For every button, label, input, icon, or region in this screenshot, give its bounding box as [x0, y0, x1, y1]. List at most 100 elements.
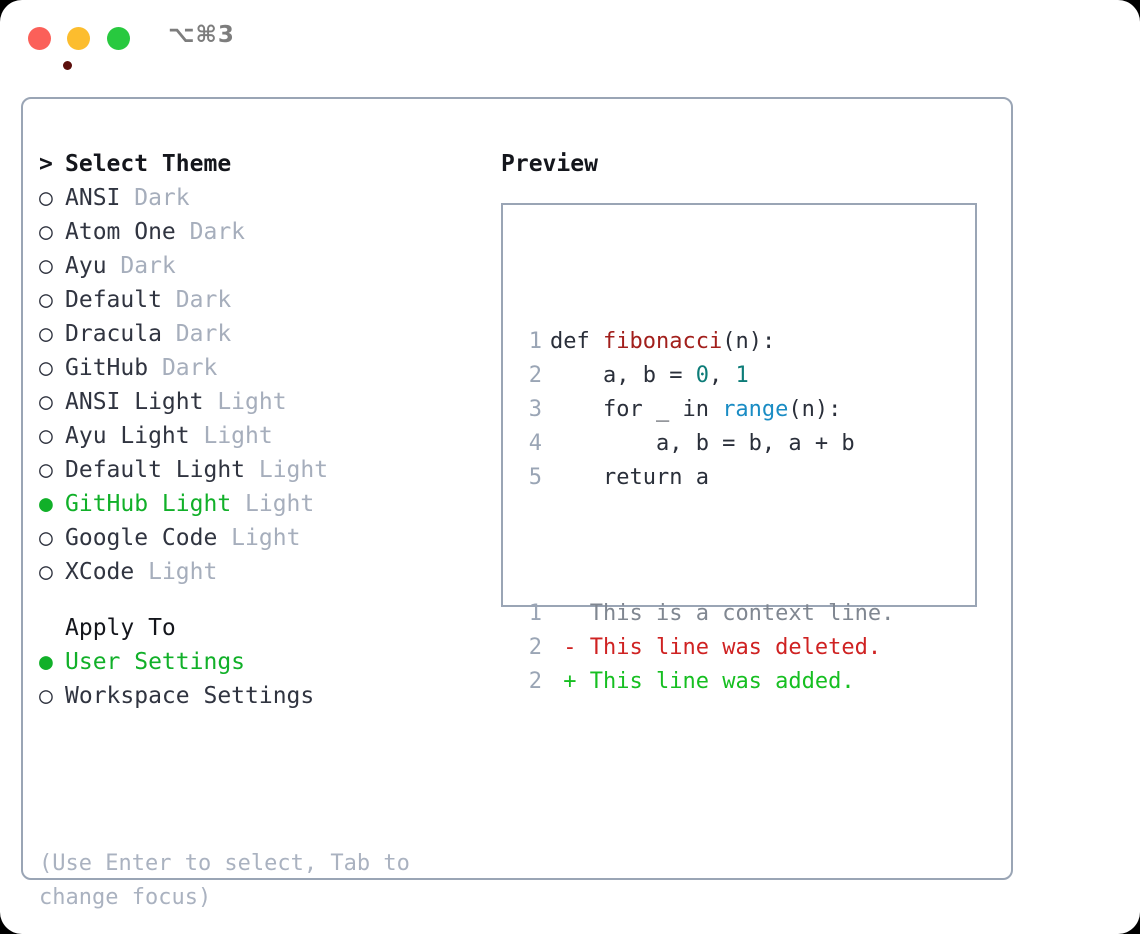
radio-unselected-icon: ○ — [39, 219, 53, 245]
theme-name-label: ANSI — [65, 185, 121, 211]
radio-selected-icon: ● — [39, 649, 53, 675]
code-token-plain: (n): — [788, 397, 842, 422]
theme-name-label: Ayu — [65, 253, 107, 279]
theme-variant-badge: Light — [134, 559, 218, 585]
keyboard-hint-text: (Use Enter to select, Tab to change focu… — [39, 851, 410, 910]
code-token-plain: for _ in — [550, 397, 723, 422]
theme-option-github-light[interactable]: ● GitHub Light Light — [39, 487, 479, 521]
diff-lines: 1 This is a context line.2 - This line w… — [520, 597, 895, 699]
code-token-num: 1 — [735, 363, 749, 388]
preview-title: Preview — [501, 151, 598, 177]
code-token-plain: return a — [550, 465, 709, 490]
radio-unselected-icon: ○ — [39, 321, 53, 347]
theme-name-label: Dracula — [65, 321, 162, 347]
radio-unselected-icon: ○ — [39, 457, 53, 483]
prompt-caret-icon: > — [39, 151, 53, 177]
diff-marker: - — [550, 635, 577, 660]
line-number: 2 — [528, 669, 542, 694]
theme-variant-badge: Light — [217, 525, 301, 551]
apply-to-heading: Apply To — [65, 615, 176, 641]
apply-to-label: User Settings — [65, 649, 246, 675]
theme-name-label: Default — [65, 287, 162, 313]
theme-option-xcode[interactable]: ○XCode Light — [39, 555, 479, 589]
maximize-window-button[interactable] — [107, 27, 130, 50]
radio-unselected-icon: ○ — [39, 559, 53, 585]
title-bar: ⌥⌘3 — [0, 0, 1140, 78]
line-number: 4 — [528, 431, 542, 456]
recording-indicator-icon — [63, 61, 72, 70]
diff-line-context: 1 This is a context line. — [520, 597, 895, 631]
line-number: 5 — [528, 465, 542, 490]
theme-option-default-light[interactable]: ○ Default Light Light — [39, 453, 479, 487]
theme-variant-badge: Light — [245, 457, 329, 483]
theme-option-default[interactable]: ○ Default Dark — [39, 283, 479, 317]
code-token-num: 0 — [695, 363, 709, 388]
theme-option-github[interactable]: ○ GitHub Dark — [39, 351, 479, 385]
radio-selected-icon: ● — [39, 491, 53, 517]
line-number: 1 — [528, 329, 542, 354]
theme-picker-card: >Select Theme ○ANSI Dark○Atom One Dark○A… — [21, 97, 1013, 910]
theme-list-column: >Select Theme ○ANSI Dark○Atom One Dark○A… — [39, 147, 479, 713]
theme-variant-badge: Dark — [120, 185, 190, 211]
minimize-window-button[interactable] — [67, 27, 90, 50]
select-theme-label: Select Theme — [65, 151, 232, 177]
theme-variant-badge: Dark — [161, 287, 232, 313]
code-token-plain: a, b = — [550, 363, 696, 388]
apply-to-label: Workspace Settings — [65, 683, 315, 709]
code-token-fn: fibonacci — [602, 329, 723, 354]
theme-variant-badge: Light — [189, 423, 273, 449]
code-line: 5 return a — [520, 461, 894, 495]
theme-variant-badge: Light — [231, 491, 315, 517]
theme-option-ansi[interactable]: ○ANSI Dark — [39, 181, 479, 215]
line-number: 2 — [528, 363, 542, 388]
apply-to-option-workspace-settings[interactable]: ○ Workspace Settings — [39, 679, 479, 713]
diff-line-deleted: 2 - This line was deleted. — [520, 631, 894, 665]
code-token-plain: def — [550, 329, 603, 354]
theme-variant-badge: Dark — [148, 355, 218, 381]
theme-variant-badge: Light — [203, 389, 287, 415]
radio-unselected-icon: ○ — [39, 253, 53, 279]
code-line: 4 a, b = b, a + b — [520, 427, 894, 461]
code-token-plain: a, b = b, a + b — [550, 431, 855, 456]
theme-variant-badge: Dark — [161, 321, 232, 347]
theme-option-google-code[interactable]: ○Google Code Light — [39, 521, 479, 555]
keyboard-shortcut-label: ⌥⌘3 — [168, 22, 235, 48]
theme-name-label: ANSI Light — [65, 389, 204, 415]
theme-variant-badge: Dark — [175, 219, 246, 245]
line-number: 2 — [528, 635, 542, 660]
theme-name-label: GitHub — [65, 355, 149, 381]
theme-option-ayu-light[interactable]: ○ Ayu Light Light — [39, 419, 479, 453]
code-token-plain: (n): — [722, 329, 776, 354]
diff-line-added: 2 + This line was added. — [520, 665, 894, 699]
radio-unselected-icon: ○ — [39, 423, 53, 449]
apply-to-option-user-settings[interactable]: ● User Settings — [39, 645, 479, 679]
radio-unselected-icon: ○ — [39, 355, 53, 381]
line-number: 3 — [528, 397, 542, 422]
theme-option-atom-one[interactable]: ○Atom One Dark — [39, 215, 479, 249]
close-window-button[interactable] — [28, 27, 72, 70]
theme-name-label: Ayu Light — [65, 423, 190, 449]
diff-text: This is a context line. — [576, 601, 895, 626]
diff-marker — [550, 601, 577, 626]
theme-name-label: Default Light — [65, 457, 246, 483]
theme-option-ansi-light[interactable]: ○ANSI Light Light — [39, 385, 479, 419]
diff-text: This line was deleted. — [576, 635, 882, 660]
list-spacer — [39, 589, 479, 611]
diff-marker: + — [550, 669, 577, 694]
theme-option-ayu[interactable]: ○ Ayu Dark — [39, 249, 479, 283]
radio-unselected-icon: ○ — [39, 683, 53, 709]
radio-unselected-icon: ○ — [39, 525, 53, 551]
theme-name-label: GitHub Light — [65, 491, 232, 517]
theme-option-list: ○ANSI Dark○Atom One Dark○Ayu Dark○Defaul… — [39, 181, 479, 589]
code-line: 2 a, b = 0, 1 — [520, 359, 894, 393]
code-token-kw: range — [722, 397, 789, 422]
select-theme-header: > Select Theme — [39, 147, 479, 181]
theme-variant-badge: Dark — [106, 253, 176, 279]
theme-option-dracula[interactable]: ○ Dracula Dark — [39, 317, 479, 351]
radio-unselected-icon: ○ — [39, 287, 53, 313]
code-line: 3 for _ in range(n): — [520, 393, 894, 427]
